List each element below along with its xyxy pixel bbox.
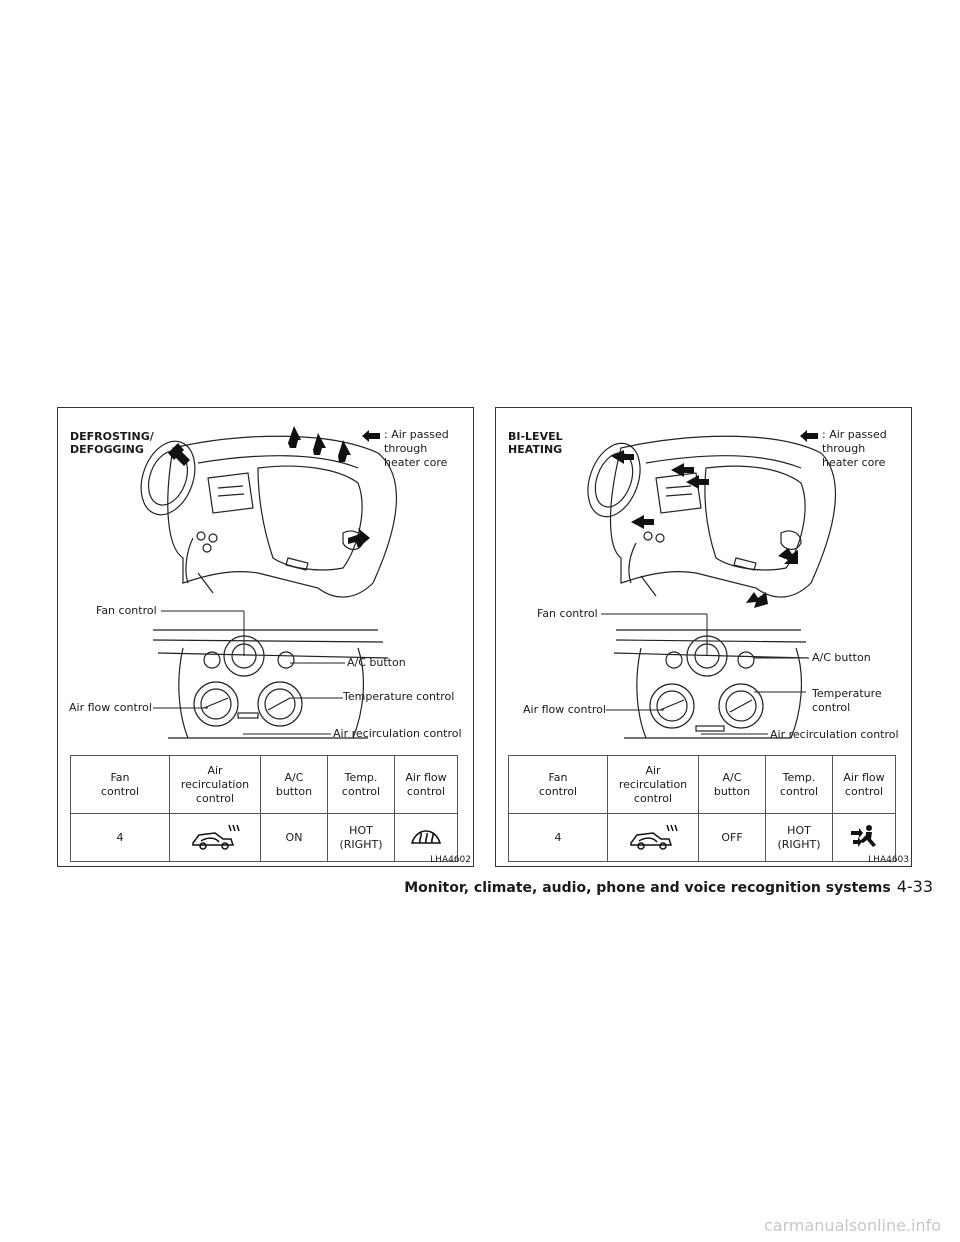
temperature-control-label: Temperature control [812,687,882,714]
air-flow-control-label: Air flow control [69,701,152,714]
fan-control-label: Fan control [537,607,598,620]
air-recirculation-control-label: Air recirculation control [333,727,462,740]
figure-code: LHA4602 [430,855,471,865]
section-title: Monitor, climate, audio, phone and voice… [404,880,891,896]
figure-title: BI-LEVEL HEATING [508,430,563,456]
air-recirculation-control-label: Air recirculation control [770,728,899,741]
temperature-control-label: Temperature control [343,690,455,703]
recirc-cell [607,813,699,862]
recirc-cell [169,813,261,862]
fan-value: 4 [508,813,608,862]
table-header: Air flow control [394,755,458,814]
page-footer: Monitor, climate, audio, phone and voice… [0,877,933,896]
table-header: A/C button [698,755,766,814]
temp-value: HOT (RIGHT) [765,813,833,862]
air-flow-control-label: Air flow control [523,703,606,716]
table-header: Temp. control [327,755,395,814]
table-header: Fan control [508,755,608,814]
ac-button-label: A/C button [347,656,406,669]
fan-control-label: Fan control [96,604,157,617]
table-header: Air recirculation control [169,755,261,814]
legend-text: : Air passed through heater core [822,428,887,469]
table-header: Fan control [70,755,170,814]
defrost-icon [410,829,442,844]
bi-level-icon [851,824,876,847]
watermark: carmanualsonline.info [764,1216,942,1235]
fan-value: 4 [70,813,170,862]
table-header: Temp. control [765,755,833,814]
heated-air-arrow-icon [362,430,380,442]
ac-value: OFF [698,813,766,862]
dashboard-illustration [587,435,837,739]
settings-table: Fan control Air recirculation control A/… [70,755,458,862]
heated-air-arrow-icon [800,430,818,442]
figure-bi-level: BI-LEVEL HEATING : Air passed through he… [495,407,912,867]
settings-table: Fan control Air recirculation control A/… [508,755,896,862]
table-header: A/C button [260,755,328,814]
ac-value: ON [260,813,328,862]
airflow-cell [832,813,896,862]
airflow-cell [394,813,458,862]
table-header: Air recirculation control [607,755,699,814]
page-number: 4-33 [896,877,933,896]
table-header: Air flow control [832,755,896,814]
temp-value: HOT (RIGHT) [327,813,395,862]
ac-button-label: A/C button [812,651,871,664]
air-recirculation-icon [192,824,240,850]
air-recirculation-icon [630,824,678,850]
figure-defrosting: DEFROSTING/ DEFOGGING : Air passed throu… [57,407,474,867]
figure-title: DEFROSTING/ DEFOGGING [70,430,154,456]
legend-text: : Air passed through heater core [384,428,449,469]
dashboard-illustration [140,426,398,739]
figure-code: LHA4603 [868,855,909,865]
